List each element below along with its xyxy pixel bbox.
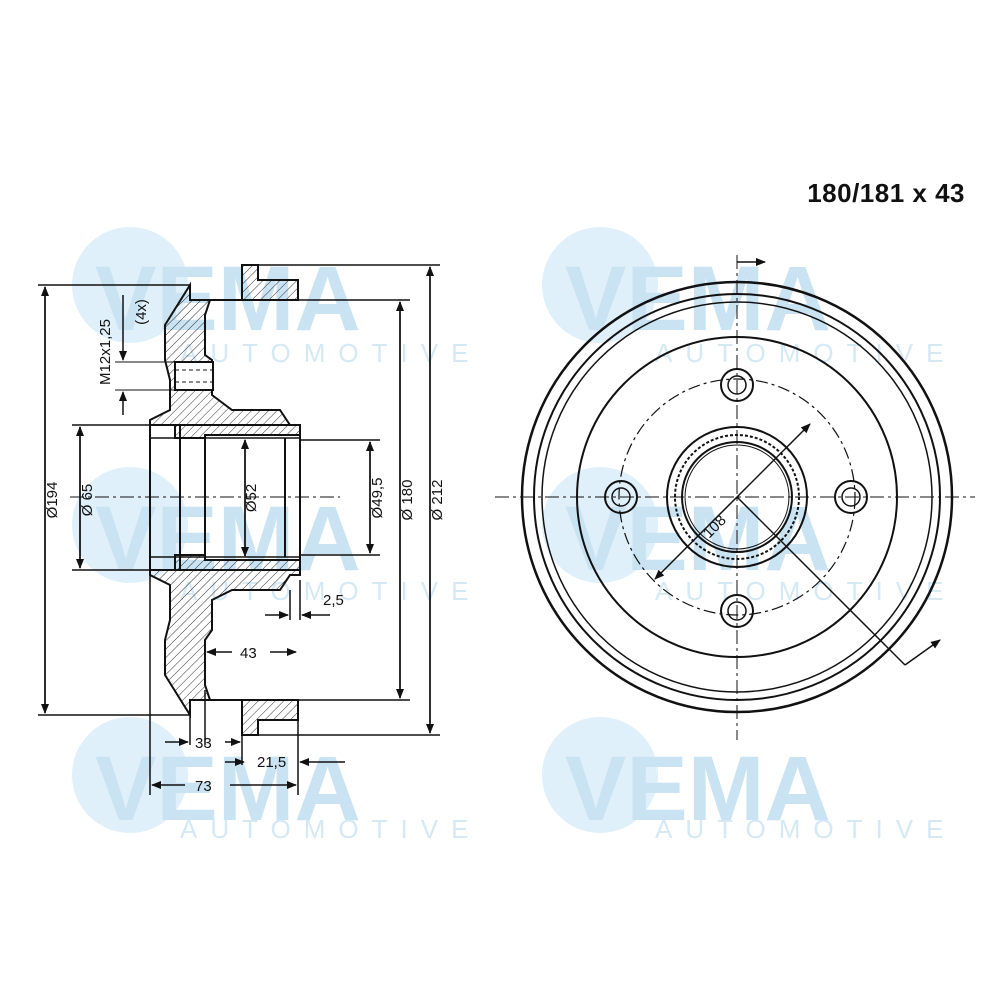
watermark-sub-1: AUTOMOTIVE — [180, 338, 481, 368]
label-w43: 43 — [240, 645, 257, 662]
watermark-sub-5: AUTOMOTIVE — [180, 814, 481, 844]
watermark-brand-6: VEMA — [565, 738, 831, 840]
page-title: 180/181 x 43 — [807, 178, 965, 208]
label-d194: Ø194 — [44, 482, 61, 519]
label-d49: Ø49,5 — [369, 478, 386, 519]
label-d212: Ø 212 — [429, 480, 446, 521]
label-d180: Ø 180 — [399, 480, 416, 521]
watermark-sub-6: AUTOMOTIVE — [655, 814, 956, 844]
watermark-bottom-right: VEMA AUTOMOTIVE — [542, 717, 956, 844]
watermark-top-right: VEMA AUTOMOTIVE — [542, 227, 943, 368]
label-w25: 2,5 — [323, 592, 344, 609]
section-dimensions — [38, 264, 440, 795]
section-view — [70, 264, 340, 736]
watermark-brand-2: VEMA — [565, 248, 831, 350]
label-w215: 21,5 — [257, 754, 286, 771]
label-thread: M12x1,25 — [97, 319, 114, 385]
watermark-layer: VEMA AUTOMOTIVE VEMA AUTOMOTIVE VEMA AUT… — [72, 227, 956, 844]
label-w33: 33 — [195, 735, 212, 752]
stud-hole — [174, 361, 214, 391]
bolt-hole-bottom — [720, 594, 754, 628]
watermark-bottom-left: VEMA AUTOMOTIVE — [72, 717, 481, 844]
section-labels: Ø194 Ø 65 M12x1,25 (4x) Ø52 Ø49,5 Ø 180 … — [44, 299, 446, 795]
label-d52: Ø52 — [243, 484, 260, 512]
label-d65: Ø 65 — [79, 484, 96, 517]
watermark-brand-4: VEMA — [565, 488, 831, 590]
watermark-mid-right: VEMA AUTOMOTIVE — [542, 467, 956, 606]
label-stud-count: (4x) — [133, 299, 150, 325]
bolt-hole-right — [834, 480, 868, 514]
watermark-sub-4: AUTOMOTIVE — [655, 576, 956, 606]
label-w73: 73 — [195, 778, 212, 795]
front-view — [495, 255, 975, 740]
watermark-brand-5: VEMA — [95, 738, 361, 840]
lower-drum-section — [149, 554, 301, 736]
upper-drum-section — [149, 264, 301, 439]
